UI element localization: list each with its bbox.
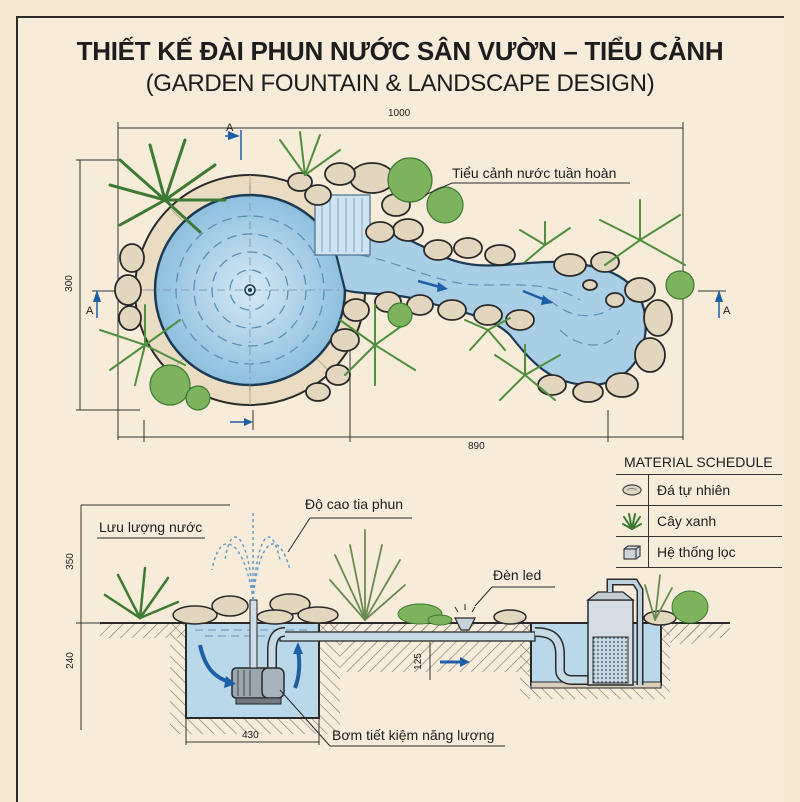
dim-below-ground: 240 (64, 652, 76, 669)
dim-pipe-depth: 125 (412, 653, 424, 670)
schedule-label: Đá tự nhiên (657, 482, 731, 498)
schedule-row-filter: Hệ thống lọc (616, 537, 782, 568)
section-mark-left (92, 290, 118, 318)
page-title: THIẾT KẾ ĐÀI PHUN NƯỚC SÂN VƯỜN – TIỂU C… (76, 36, 724, 66)
plant-icon (616, 506, 649, 536)
section-mark-top (225, 130, 242, 160)
material-schedule-title: MATERIAL SCHEDULE (616, 450, 782, 475)
schedule-row-stone: Đá tự nhiên (616, 475, 782, 506)
section-mark-right (698, 290, 726, 318)
callout-recirculating-landscape: Tiểu cảnh nước tuần hoàn (452, 165, 617, 181)
section-label-top: A (226, 122, 234, 134)
material-schedule: MATERIAL SCHEDULE Đá tự nhiên Cây xanh H… (616, 450, 782, 568)
filter-box-icon (616, 537, 649, 567)
schedule-row-plant: Cây xanh (616, 506, 782, 537)
stone-icon (616, 475, 649, 505)
dim-plan-height: 300 (63, 275, 75, 292)
callout-led-light: Đèn led (493, 567, 542, 583)
callout-spray-height: Độ cao tia phun (305, 496, 404, 512)
dim-basin-width: 430 (242, 730, 259, 741)
dim-inner-width: 890 (468, 441, 485, 452)
section-label-left: A (86, 305, 94, 317)
section-label-right: A (723, 305, 731, 317)
plants-plan (99, 131, 695, 411)
dim-overall-width: 1000 (388, 108, 411, 119)
stones-plan (114, 162, 673, 403)
pump-drawing (231, 599, 285, 705)
callout-pump: Bơm tiết kiệm năng lượng (332, 727, 495, 743)
schedule-label: Hệ thống lọc (657, 544, 736, 560)
section-mark-bottom (230, 410, 254, 430)
dim-above-ground: 350 (64, 553, 76, 570)
page-subtitle: (GARDEN FOUNTAIN & LANDSCAPE DESIGN) (145, 70, 655, 97)
schedule-label: Cây xanh (657, 513, 717, 529)
callout-flow-rate: Lưu lượng nước (99, 519, 203, 535)
